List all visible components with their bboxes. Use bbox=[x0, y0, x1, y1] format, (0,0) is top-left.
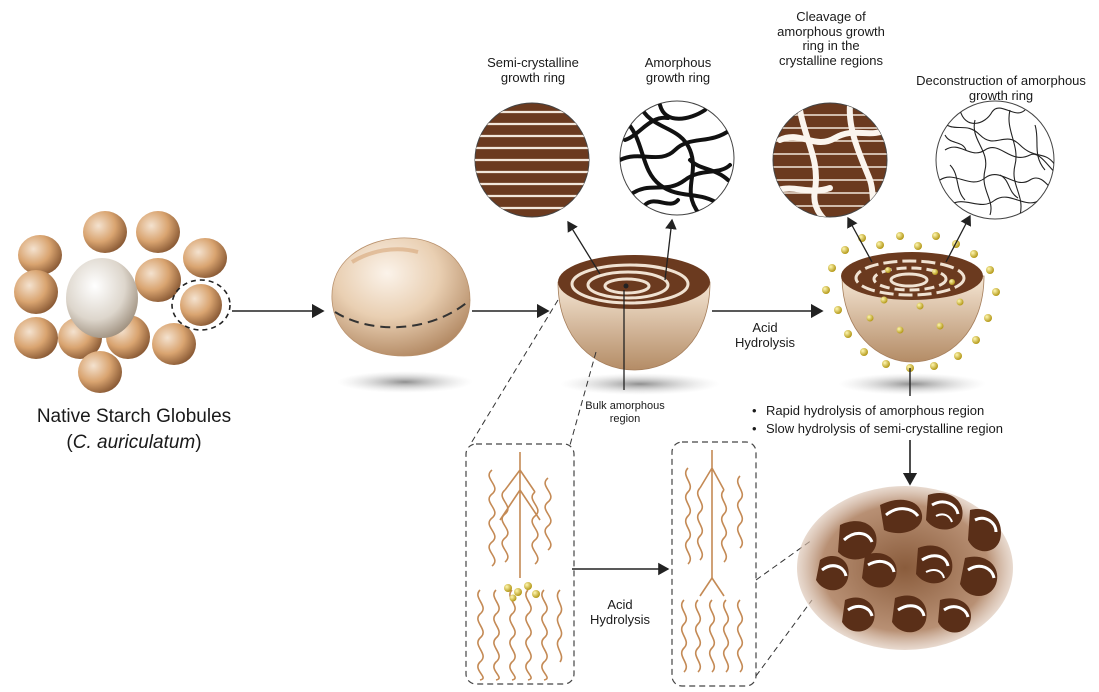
label-bulk-amorphous: Bulk amorphous region bbox=[582, 400, 668, 426]
label-semi-crystalline: Semi-crystalline growth ring bbox=[474, 56, 592, 85]
label-cleavage: Cleavage of amorphous growth ring in the… bbox=[772, 10, 890, 68]
granule bbox=[152, 323, 196, 365]
fragmented-granules bbox=[797, 486, 1013, 650]
granule-body bbox=[332, 238, 470, 356]
granule bbox=[18, 235, 62, 275]
granule bbox=[83, 211, 127, 253]
label-acid-hydrolysis-bottom: Acid Hydrolysis bbox=[582, 598, 658, 627]
ring-top bbox=[841, 252, 983, 300]
inset-cleavage bbox=[768, 103, 892, 220]
molecular-box-native bbox=[466, 444, 574, 684]
single-granule bbox=[332, 238, 473, 393]
fragment bbox=[816, 556, 849, 590]
shadow bbox=[838, 373, 986, 395]
zoom-line bbox=[570, 352, 596, 445]
center-dot bbox=[624, 284, 629, 289]
inset-semi-crystalline bbox=[470, 103, 595, 217]
molecular-box-hydrolysed bbox=[672, 442, 756, 686]
granule bbox=[78, 351, 122, 393]
inset-amorphous bbox=[620, 101, 734, 215]
shadow bbox=[337, 371, 473, 393]
caption-native-starch: Native Starch Globules (C. auriculatum) bbox=[4, 404, 264, 455]
native-starch-granules bbox=[14, 211, 230, 393]
label-acid-hydrolysis-top: Acid Hydrolysis bbox=[730, 321, 800, 350]
granule-selected bbox=[180, 284, 222, 326]
cross-section-hydrolysed bbox=[822, 232, 1000, 395]
pointer-deconstruction bbox=[946, 216, 970, 262]
cross-section-native bbox=[558, 255, 720, 395]
species-name: C. auriculatum bbox=[73, 432, 196, 453]
bullet-item: •Slow hydrolysis of semi-crystalline reg… bbox=[752, 420, 1052, 438]
zoom-line bbox=[470, 300, 558, 445]
bullet-item: •Rapid hydrolysis of amorphous region bbox=[752, 402, 1052, 420]
granule bbox=[136, 211, 180, 253]
shadow bbox=[560, 373, 720, 395]
label-amorphous: Amorphous growth ring bbox=[626, 56, 730, 85]
caption-line-1: Native Starch Globules bbox=[4, 404, 264, 430]
granule-pale bbox=[66, 258, 138, 338]
label-deconstruction: Deconstruction of amorphous growth ring bbox=[916, 74, 1086, 103]
zoom-line bbox=[756, 600, 812, 676]
granule bbox=[14, 270, 58, 314]
caption-line-2: (C. auriculatum) bbox=[4, 430, 264, 456]
enzyme-particles bbox=[504, 582, 540, 602]
bullet-list: •Rapid hydrolysis of amorphous region •S… bbox=[752, 402, 1052, 437]
fragment bbox=[968, 509, 1001, 551]
pointer-cleavage bbox=[848, 218, 872, 262]
inset-deconstruction bbox=[936, 101, 1058, 219]
granule bbox=[14, 317, 58, 359]
granule bbox=[183, 238, 227, 278]
fragment bbox=[892, 595, 927, 632]
